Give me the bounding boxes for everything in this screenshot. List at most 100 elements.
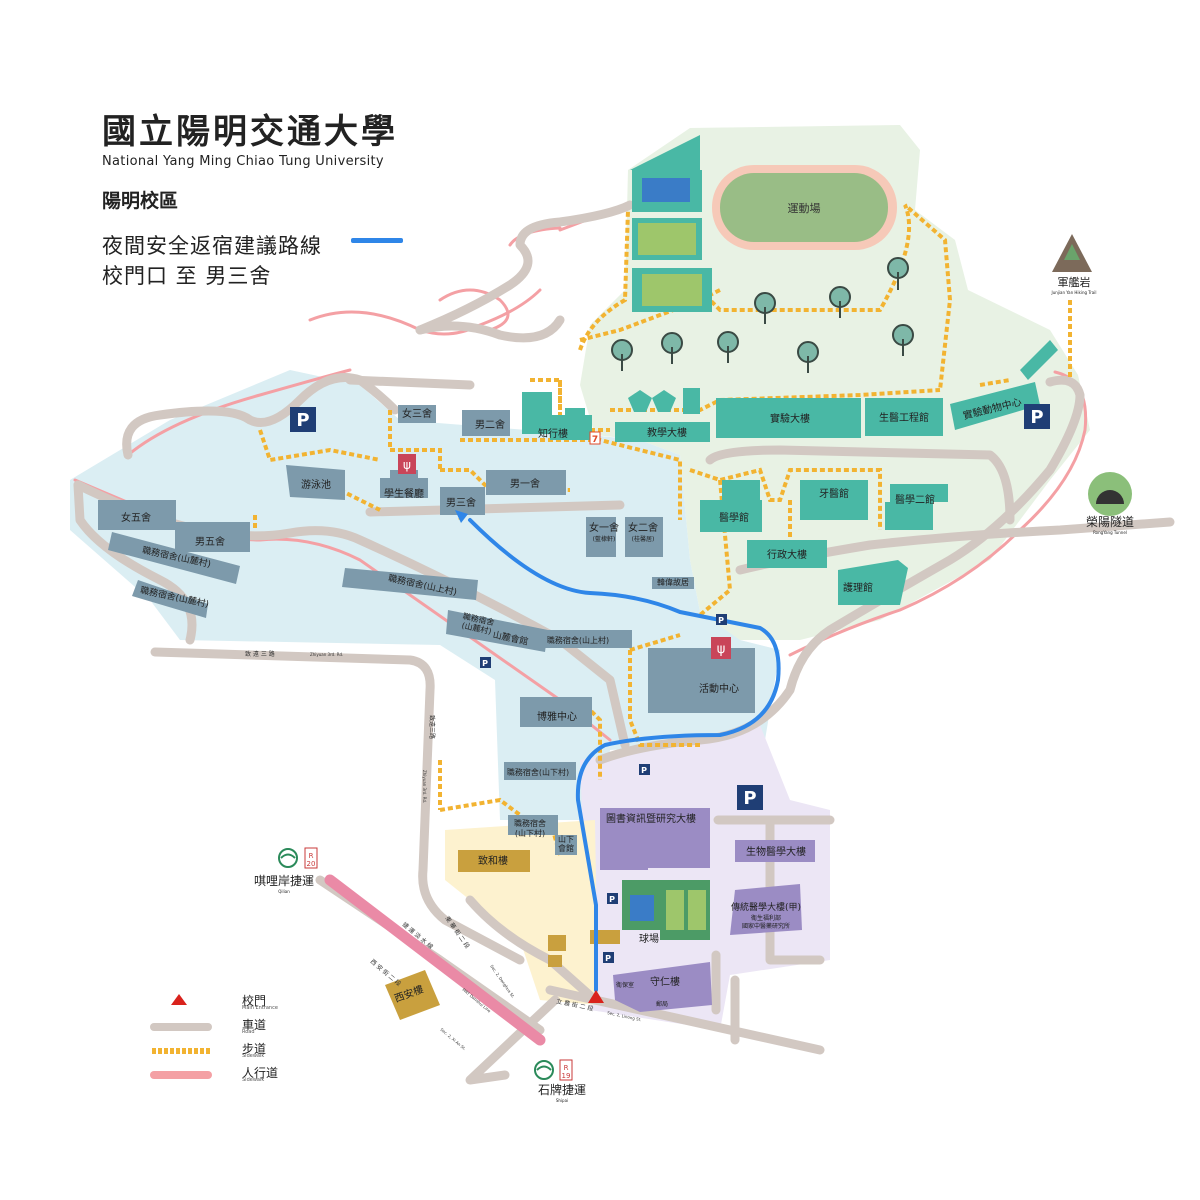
- label-zhixing: 知行樓: [538, 427, 568, 440]
- tree-icon: [661, 332, 683, 364]
- label-nv5: 女五舍: [121, 511, 151, 524]
- mrt-station-icon: [534, 1059, 573, 1081]
- pedestrian-line-icon: [150, 1071, 212, 1079]
- place-labels: 軍艦岩 Junjian Yan Hiking Trail 榮陽隧道 RongYa…: [254, 275, 1134, 1103]
- label-zhiwu7: 職務宿舍: [514, 818, 546, 828]
- legend-pedestrian-label: 人行道: [242, 1066, 279, 1080]
- svg-text:P: P: [743, 788, 756, 809]
- convenience-store-icon: 7: [589, 431, 601, 445]
- label-huli: 護理館: [843, 581, 873, 594]
- tunnel-icon: [1088, 472, 1132, 516]
- label-shouren: 守仁樓: [650, 975, 680, 988]
- legend-road-label: 車道: [242, 1018, 267, 1032]
- svg-text:P: P: [482, 659, 488, 668]
- legend-entrance-sub: Main Entrance: [242, 1005, 278, 1011]
- night-route-line: [468, 518, 781, 992]
- label-yixue2: 醫學二館: [895, 493, 935, 506]
- legend-sidewalk-label: 步道: [242, 1042, 267, 1056]
- legend-pedestrian-sub: Sidewalk: [242, 1077, 265, 1083]
- label-nan3: 男三舍: [446, 496, 476, 509]
- label-chuantong-sub1: 衛生福利部: [751, 914, 781, 922]
- legend-entrance-label: 校門: [242, 994, 267, 1008]
- label-zhiyuan-v: 致遠三路: [428, 715, 436, 739]
- label-weisheng: 衛保室: [616, 981, 634, 989]
- label-nv1: 女一舍: [589, 521, 619, 534]
- label-zhiyuan: 致 遠 三 路: [245, 650, 275, 658]
- university-title-zh: 國立陽明交通大學: [102, 112, 398, 152]
- label-xian-en: Sec. 2, Xi An St.: [439, 1027, 467, 1051]
- svg-text:P: P: [718, 616, 724, 625]
- main-entrance-icon: [588, 990, 604, 1003]
- title-block: 國立陽明交通大學 National Yang Ming Chiao Tung U…: [102, 112, 398, 169]
- label-zhihe: 致和樓: [478, 854, 508, 867]
- legend-sidewalk-sub: Sidewalk: [242, 1053, 265, 1059]
- tree-icon: [797, 341, 819, 373]
- stadium: 運動場: [712, 165, 897, 250]
- parking-icon: P: [607, 893, 618, 904]
- label-shipai-en: Shipai: [556, 1098, 568, 1103]
- label-nan1: 男一舍: [510, 477, 540, 490]
- mountain-icon: [1052, 234, 1092, 272]
- library-buildings: [600, 808, 815, 1012]
- label-shipai: 石牌捷運: [538, 1083, 586, 1097]
- label-rongyang-en: RongYang Tunnel: [1093, 530, 1127, 535]
- svg-text:P: P: [296, 410, 309, 431]
- parking-icon: P: [603, 952, 614, 963]
- mrt-station-icon: [278, 847, 318, 869]
- road-line-icon: [150, 1023, 212, 1031]
- label-rongyang: 榮陽隧道: [1086, 514, 1134, 529]
- label-junjian: 軍艦岩: [1058, 275, 1091, 289]
- shipai-num: 19: [562, 1072, 571, 1080]
- svg-text:ψ: ψ: [717, 642, 726, 657]
- label-youyong: 游泳池: [301, 478, 331, 491]
- route-title: 夜間安全返宿建議路線: [102, 234, 322, 258]
- route-subtitle: 校門口 至 男三舍: [102, 264, 272, 288]
- label-zhiwu7-sub: (山下村): [515, 828, 545, 838]
- parking-icon: P: [1024, 404, 1050, 429]
- mrt-line: [324, 874, 546, 1046]
- label-hanwei: 韓偉故居: [657, 577, 689, 587]
- label-shanxia: 山下: [558, 834, 574, 844]
- label-huodong: 活動中心: [699, 682, 739, 695]
- parking-icon: P: [480, 657, 491, 668]
- qilian-code: R: [309, 852, 314, 860]
- label-boya: 博雅中心: [537, 710, 577, 723]
- tree-icon: [717, 331, 739, 363]
- label-nv3: 女三舍: [402, 407, 432, 420]
- label-nv2: 女二舍: [628, 521, 658, 534]
- label-chuantong: 傳統醫學大樓(甲): [731, 901, 801, 913]
- route-legend-line: [351, 238, 403, 243]
- restaurant-icon: ψ: [711, 637, 731, 659]
- svg-text:P: P: [605, 954, 611, 963]
- label-qiuchang: 球場: [639, 932, 659, 945]
- label-shanxia2: 會館: [558, 843, 574, 853]
- courts: [622, 135, 712, 940]
- label-shiyan: 實驗大樓: [770, 412, 810, 425]
- label-nv2-sub: (桂馨居): [632, 535, 655, 543]
- legend-entrance: 校門 Main Entrance: [150, 990, 350, 1014]
- label-zhiyuan-en: Zhiyuan 3rd. Rd.: [310, 652, 343, 657]
- label-youju: 郵局: [656, 1000, 668, 1008]
- parking-icon: P: [716, 614, 727, 625]
- dorm-buildings: [98, 405, 755, 855]
- svg-text:P: P: [641, 766, 647, 775]
- label-yixue: 醫學館: [719, 511, 749, 524]
- campus-name: 陽明校區: [102, 190, 179, 212]
- label-nv1-sub: (藍棣軒): [593, 535, 616, 543]
- university-title-en: National Yang Ming Chiao Tung University: [102, 154, 384, 169]
- trees: [611, 257, 914, 373]
- svg-text:P: P: [609, 895, 615, 904]
- label-stadium: 運動場: [788, 201, 821, 215]
- shipai-code: R: [564, 1064, 569, 1072]
- restaurant-icon: ψ: [398, 454, 416, 474]
- legend: 校門 Main Entrance 車道 Road 步道 Sidewalk 人行道…: [150, 990, 350, 1086]
- legend-road: 車道 Road: [150, 1014, 350, 1038]
- tree-icon: [611, 339, 633, 371]
- qilian-num: 20: [307, 860, 316, 868]
- parking-icon: P: [639, 764, 650, 775]
- label-zhiyuan-v-en: Zhiyuan 3rd. Rd.: [422, 770, 427, 803]
- svg-text:ψ: ψ: [403, 458, 411, 472]
- parking-icon: P: [737, 785, 763, 810]
- legend-road-sub: Road: [242, 1029, 255, 1035]
